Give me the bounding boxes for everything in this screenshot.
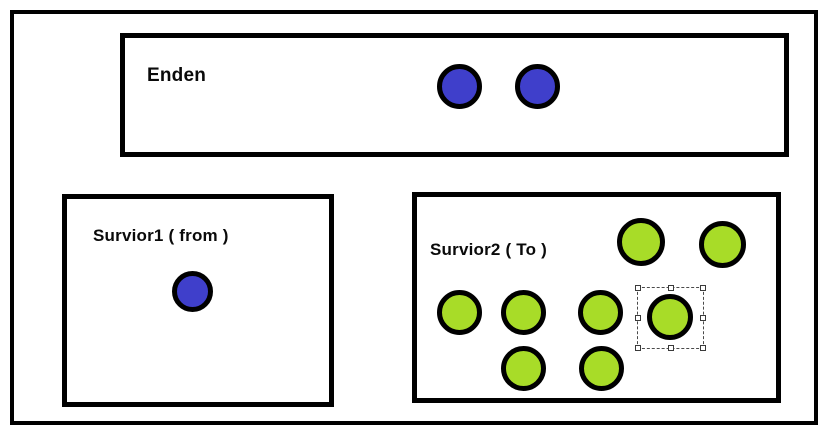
resize-handle-ne[interactable] — [700, 285, 706, 291]
survior2-node-3[interactable] — [436, 289, 482, 335]
survior2-node-4[interactable] — [500, 289, 546, 335]
survior2-node-7[interactable] — [500, 345, 546, 391]
survior2-node-5[interactable] — [577, 289, 623, 335]
resize-handle-se[interactable] — [700, 345, 706, 351]
survior2-node-6[interactable] — [647, 294, 693, 340]
survior1-node-1[interactable] — [171, 270, 213, 312]
resize-handle-s[interactable] — [667, 345, 674, 351]
panel-survior2-label: Survior2 ( To ) — [430, 240, 547, 259]
enden-node-1[interactable] — [436, 63, 482, 109]
resize-handle-sw[interactable] — [635, 345, 641, 351]
enden-node-2[interactable] — [514, 63, 560, 109]
survior2-node-1[interactable] — [617, 218, 665, 266]
survior2-node-2[interactable] — [698, 220, 746, 268]
resize-handle-w[interactable] — [635, 315, 641, 321]
resize-handle-n[interactable] — [667, 285, 674, 291]
panel-survior1-label: Survior1 ( from ) — [93, 226, 229, 245]
resize-handle-e[interactable] — [700, 315, 706, 321]
panel-enden-label: Enden — [147, 65, 207, 86]
survior2-node-8[interactable] — [578, 345, 624, 391]
selection-box[interactable] — [635, 285, 706, 351]
resize-handle-nw[interactable] — [635, 285, 641, 291]
